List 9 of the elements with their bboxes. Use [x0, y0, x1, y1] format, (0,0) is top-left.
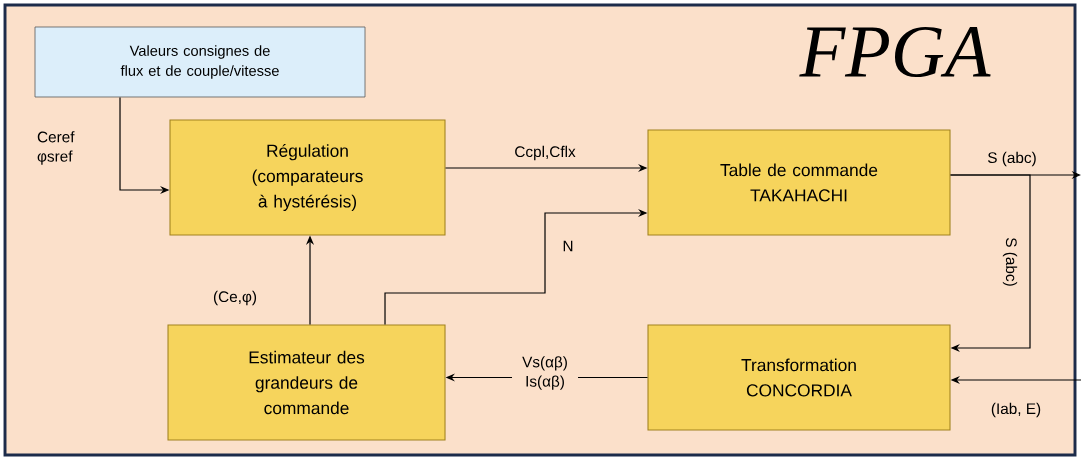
process-box: Transformation CONCORDIA	[647, 324, 951, 431]
process-box: Régulation (comparateurs à hystérésis)	[169, 119, 446, 236]
edge-label: Vs(αβ) Is(αβ)	[512, 354, 578, 392]
process-box: Estimateur des grandeurs de commande	[167, 324, 446, 441]
setpoint-box: Valeurs consignes de flux et de couple/vitesse	[34, 26, 366, 98]
board-title: FPGA	[799, 26, 991, 78]
process-box: Table de commande TAKAHACHI	[647, 129, 951, 236]
arrow	[949, 174, 1031, 353]
edge-label: Ceref φsref	[35, 129, 89, 167]
